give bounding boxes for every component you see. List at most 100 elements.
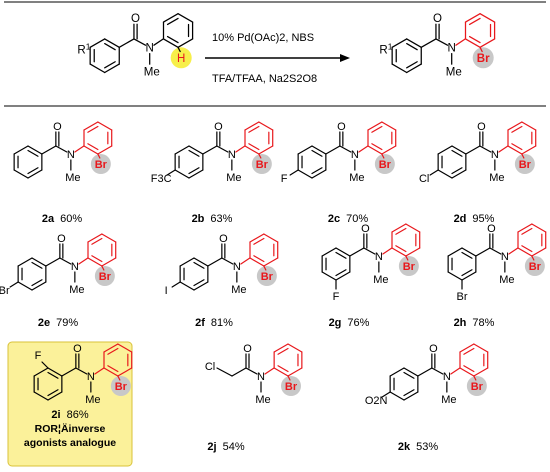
bond bbox=[479, 13, 496, 23]
bond bbox=[59, 257, 72, 265]
bond bbox=[87, 125, 99, 133]
yield-value: 53% bbox=[416, 441, 438, 453]
bond bbox=[104, 38, 120, 48]
bond bbox=[335, 271, 351, 281]
compound-id: 2a bbox=[42, 213, 55, 225]
bond bbox=[41, 361, 49, 369]
bond bbox=[511, 143, 523, 151]
atom-label: N bbox=[87, 371, 95, 383]
yield-value: 95% bbox=[472, 213, 494, 225]
atom-label: Br bbox=[285, 381, 298, 393]
bond bbox=[405, 247, 421, 257]
yield-value: 54% bbox=[223, 441, 245, 453]
bond bbox=[406, 63, 422, 74]
bond bbox=[311, 149, 323, 157]
bond bbox=[107, 365, 119, 373]
atom-label: O bbox=[243, 343, 252, 355]
bond bbox=[429, 169, 439, 176]
atom-label: F3C bbox=[151, 173, 172, 185]
atom-label: Me bbox=[255, 394, 270, 406]
bond bbox=[511, 125, 523, 133]
bond bbox=[188, 145, 204, 155]
bond bbox=[463, 347, 475, 355]
bond bbox=[117, 367, 133, 377]
bond bbox=[162, 13, 179, 23]
bond bbox=[277, 365, 289, 373]
bond bbox=[405, 223, 421, 233]
br-highlight bbox=[398, 256, 419, 276]
bond bbox=[531, 223, 547, 233]
bond bbox=[263, 257, 279, 267]
bond bbox=[479, 145, 492, 153]
bond bbox=[174, 145, 190, 155]
bond bbox=[179, 281, 195, 291]
bond bbox=[188, 167, 200, 175]
bond bbox=[405, 255, 409, 261]
atom-label: O bbox=[337, 121, 346, 133]
bond bbox=[517, 247, 533, 257]
bond bbox=[104, 42, 116, 51]
bond bbox=[177, 38, 194, 48]
bond bbox=[358, 145, 369, 153]
bond bbox=[311, 167, 323, 175]
bond bbox=[461, 269, 473, 277]
bond bbox=[521, 153, 525, 159]
bond bbox=[417, 367, 433, 377]
bond bbox=[258, 121, 274, 131]
atom-label: Me bbox=[349, 172, 364, 184]
bond bbox=[101, 265, 105, 271]
bond bbox=[461, 271, 477, 281]
r1-label: R1 bbox=[77, 41, 90, 56]
note-line-2: agonists analogue bbox=[24, 437, 116, 449]
bond bbox=[468, 17, 481, 26]
bond bbox=[117, 375, 121, 381]
bond bbox=[389, 391, 405, 401]
atom-label: O bbox=[433, 13, 442, 25]
bond bbox=[455, 38, 466, 46]
compound-id: 2j bbox=[207, 441, 216, 453]
bond bbox=[468, 35, 481, 44]
bond bbox=[461, 251, 473, 259]
bond bbox=[87, 233, 103, 243]
br-highlight bbox=[256, 266, 277, 286]
product-label-2j: 2j 54% bbox=[207, 441, 244, 453]
atom-label: Br bbox=[115, 381, 128, 393]
bond bbox=[459, 343, 475, 353]
atom-label: Me bbox=[373, 274, 388, 286]
atom-label: F bbox=[281, 173, 288, 185]
bond bbox=[166, 169, 176, 176]
bond bbox=[325, 145, 341, 155]
bond bbox=[406, 61, 418, 69]
bond bbox=[507, 145, 523, 155]
bond bbox=[166, 35, 179, 44]
bond bbox=[521, 245, 533, 253]
bond bbox=[381, 121, 397, 131]
note-line-1: ROR¦Äinverse bbox=[35, 422, 106, 435]
bond bbox=[531, 255, 535, 261]
bond bbox=[27, 167, 39, 175]
bond bbox=[97, 121, 113, 131]
bond bbox=[447, 247, 463, 257]
bond bbox=[162, 38, 179, 48]
bond bbox=[463, 365, 475, 373]
r1-superscript: 1 bbox=[86, 41, 91, 51]
bond bbox=[216, 367, 233, 377]
reagents-line-2: TFA/TFAA, Na2S2O8 bbox=[212, 73, 317, 85]
bond bbox=[33, 367, 49, 377]
bond bbox=[97, 153, 101, 159]
r1-superscript: 1 bbox=[388, 41, 393, 51]
atom-label: O bbox=[429, 343, 438, 355]
br-highlight bbox=[374, 154, 395, 174]
compound-id: 2c bbox=[328, 213, 340, 225]
bond bbox=[177, 46, 181, 53]
atom-label: Me bbox=[489, 172, 504, 184]
